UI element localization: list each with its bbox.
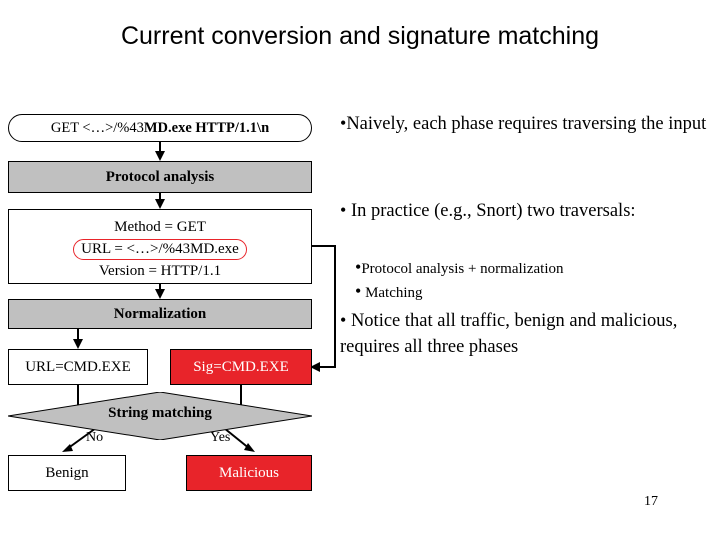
note-bullet-2-text: In practice (e.g., Snort) two traversals… bbox=[350, 201, 636, 221]
bullet-dot-4: • bbox=[355, 281, 362, 301]
protocol-analysis-box: Protocol analysis bbox=[8, 161, 312, 193]
branch-label-no: No bbox=[86, 430, 104, 445]
parsed-fields-box: Method = GET URL = <…>/%43MD.exe Version… bbox=[8, 209, 312, 284]
field-url-wrapper: URL = <…>/%43MD.exe bbox=[9, 238, 311, 260]
field-url: URL = <…>/%43MD.exe bbox=[73, 239, 247, 260]
http-request-prefix: GET <…>/%43 bbox=[50, 119, 144, 136]
note-bullet-2: • In practice (e.g., Snort) two traversa… bbox=[340, 198, 710, 224]
bullet-dot-1: • bbox=[340, 113, 347, 133]
page-title: Current conversion and signature matchin… bbox=[120, 22, 600, 50]
note-subbullet-1-text: Protocol analysis + normalization bbox=[361, 261, 564, 277]
normalized-url-box: URL=CMD.EXE bbox=[8, 349, 148, 385]
bullet-dot-2: • bbox=[340, 200, 347, 220]
note-bullet-1-text: Naively, each phase requires traversing … bbox=[346, 114, 707, 134]
field-version: Version = HTTP/1.1 bbox=[98, 263, 222, 279]
signature-box: Sig=CMD.EXE bbox=[170, 349, 312, 385]
note-subbullet-1: •Protocol analysis + normalization bbox=[355, 258, 715, 279]
bullet-dot-3: • bbox=[355, 257, 362, 277]
note-subbullet-2: • Matching bbox=[355, 282, 715, 303]
note-bullet-1: •Naively, each phase requires traversing… bbox=[340, 112, 710, 137]
string-matching-decision: String matching bbox=[8, 392, 312, 440]
branch-label-yes: Yes bbox=[210, 430, 231, 445]
benign-box: Benign bbox=[8, 455, 126, 491]
note-subbullet-2-text: Matching bbox=[365, 285, 423, 301]
string-matching-label: String matching bbox=[108, 405, 212, 421]
page-number: 17 bbox=[644, 494, 658, 509]
field-method: Method = GET bbox=[114, 219, 206, 235]
bullet-dot-5: • bbox=[340, 310, 347, 330]
http-request-bold: MD.exe HTTP/1.1\n bbox=[143, 119, 270, 136]
normalization-box: Normalization bbox=[8, 299, 312, 329]
note-bullet-3-text: Notice that all traffic, benign and mali… bbox=[340, 311, 678, 357]
malicious-box: Malicious bbox=[186, 455, 312, 491]
note-bullet-3: • Notice that all traffic, benign and ma… bbox=[340, 308, 715, 360]
